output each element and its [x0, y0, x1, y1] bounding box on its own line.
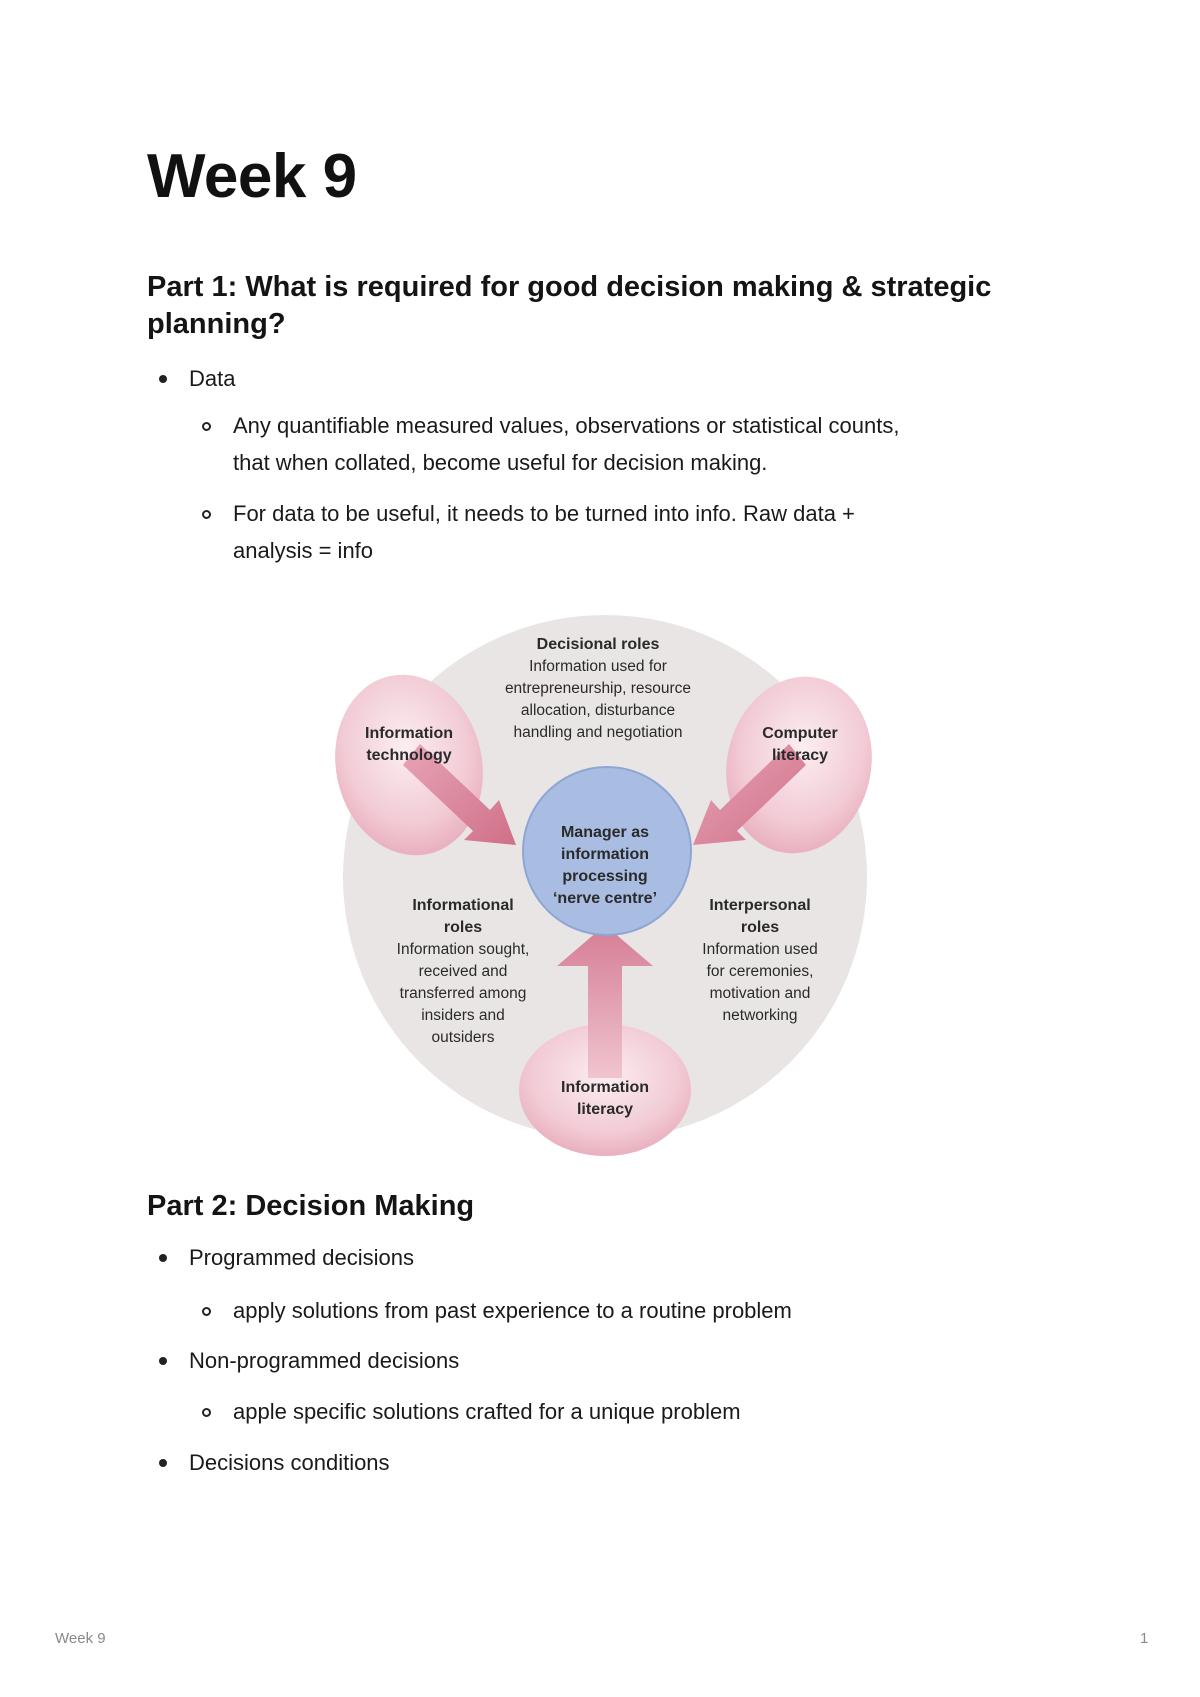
list-item-decision-conditions: Decisions conditions	[189, 1450, 390, 1475]
arrow-from-information-literacy	[557, 925, 653, 1078]
sub-bullet-ring	[202, 422, 211, 431]
list-item-data: Data	[189, 366, 236, 391]
sub-bullet-ring	[202, 1307, 211, 1316]
information-literacy-blob	[519, 1024, 691, 1156]
manager-roles-diagram: Decisional roles Information used for en…	[335, 602, 875, 1162]
sub-bullet-ring	[202, 1408, 211, 1417]
sub-bullet-ring	[202, 510, 211, 519]
informational-roles-title: Informational	[412, 897, 513, 914]
arrow-from-computer-literacy	[693, 744, 806, 845]
part1-heading: Part 1: What is required for good decisi…	[147, 269, 1047, 343]
list-item-non-programmed: Non-programmed decisions	[189, 1348, 460, 1373]
it-label: Information	[365, 725, 453, 742]
sub-item-non-programmed: apple specific solutions crafted for a u…	[233, 1399, 741, 1424]
center-label: ‘nerve centre’	[553, 890, 657, 907]
footer-title: Week 9	[55, 1630, 106, 1647]
interpersonal-roles-title: roles	[741, 919, 779, 936]
informational-text: Information sought,	[397, 941, 530, 958]
center-circle	[522, 766, 692, 936]
sub-item-data-to-info: For data to be useful, it needs to be tu…	[233, 501, 855, 563]
center-label: information	[561, 846, 649, 863]
computer-literacy-label: literacy	[772, 747, 828, 764]
interpersonal-text: for ceremonies,	[707, 963, 814, 980]
information-literacy-label: Information	[561, 1079, 649, 1096]
arrow-from-it	[403, 744, 516, 845]
diagram-svg: Decisional roles Information used for en…	[335, 615, 872, 1156]
computer-literacy-label: Computer	[762, 725, 838, 742]
information-literacy-label: literacy	[577, 1101, 633, 1118]
interpersonal-text: Information used	[702, 941, 817, 958]
sub-item-data-definition: Any quantifiable measured values, observ…	[233, 413, 900, 475]
center-label: processing	[562, 868, 647, 885]
interpersonal-roles-title: Interpersonal	[709, 897, 810, 914]
part1-heading-line2: planning?	[147, 308, 286, 340]
informational-text: received and	[419, 963, 508, 980]
decisional-roles-title: Decisional roles	[537, 636, 660, 653]
bullet-dot	[159, 1254, 167, 1262]
informational-text: insiders and	[421, 1007, 505, 1024]
decisional-text: entrepreneurship, resource	[505, 680, 691, 697]
page-title: Week 9	[147, 142, 357, 211]
list-item-programmed: Programmed decisions	[189, 1245, 414, 1270]
bullet-dot	[159, 1459, 167, 1467]
interpersonal-text: networking	[723, 1007, 798, 1024]
it-label: technology	[366, 747, 451, 764]
part1-heading-line1: Part 1: What is required for good decisi…	[147, 271, 992, 303]
bullet-dot	[159, 375, 167, 383]
page-number: 1	[1140, 1630, 1149, 1647]
informational-text: outsiders	[432, 1029, 495, 1046]
interpersonal-text: motivation and	[710, 985, 811, 1002]
sub-item-programmed: apply solutions from past experience to …	[233, 1298, 792, 1323]
center-label: Manager as	[561, 824, 649, 841]
decisional-text: allocation, disturbance	[521, 702, 675, 719]
decisional-text: handling and negotiation	[514, 724, 683, 741]
decisional-text: Information used for	[529, 658, 667, 675]
bullet-dot	[159, 1357, 167, 1365]
informational-text: transferred among	[400, 985, 527, 1002]
part2-heading: Part 2: Decision Making	[147, 1190, 475, 1222]
informational-roles-title: roles	[444, 919, 482, 936]
